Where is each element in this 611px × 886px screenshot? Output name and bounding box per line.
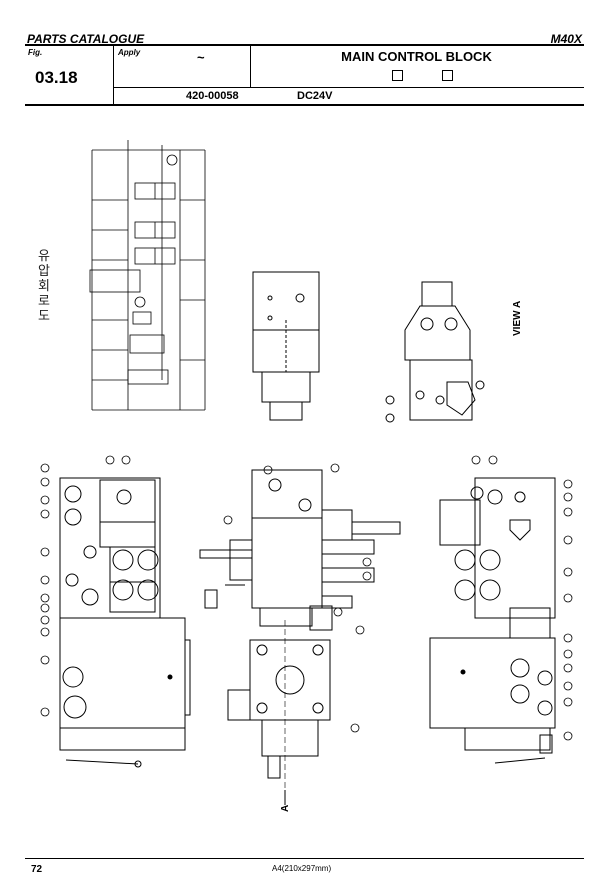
option-checkbox-2[interactable] bbox=[442, 70, 453, 81]
option-checkbox-1[interactable] bbox=[392, 70, 403, 81]
hydraulic-circuit-label: 유압회로도 bbox=[38, 248, 50, 323]
header-rule bbox=[25, 44, 584, 46]
left-elevation-view bbox=[40, 455, 191, 768]
info-row-rule bbox=[113, 87, 584, 88]
footer-rule bbox=[25, 858, 584, 859]
fig-divider bbox=[113, 46, 114, 104]
model-code: M40X bbox=[550, 32, 582, 46]
hydraulic-schematic bbox=[89, 140, 206, 411]
view-a-small bbox=[385, 281, 485, 423]
paper-size: A4(210x297mm) bbox=[272, 864, 332, 873]
catalogue-heading: PARTS CATALOGUE bbox=[27, 32, 145, 46]
apply-divider bbox=[250, 46, 251, 87]
title-block: Fig. 03.18 Apply ~ MAIN CONTROL BLOCK 42… bbox=[25, 46, 584, 106]
apply-label: Apply bbox=[118, 48, 141, 57]
valve-side-view bbox=[252, 271, 320, 421]
fig-label: Fig. bbox=[28, 48, 43, 57]
voltage: DC24V bbox=[297, 90, 333, 102]
part-number: 420-00058 bbox=[186, 90, 239, 102]
right-elevation-view bbox=[429, 455, 573, 764]
center-elevation-view bbox=[199, 463, 401, 805]
drawing-title: MAIN CONTROL BLOCK bbox=[341, 49, 492, 64]
page-number: 72 bbox=[31, 864, 43, 875]
fig-number: 03.18 bbox=[35, 68, 78, 87]
apply-range: ~ bbox=[197, 50, 205, 65]
